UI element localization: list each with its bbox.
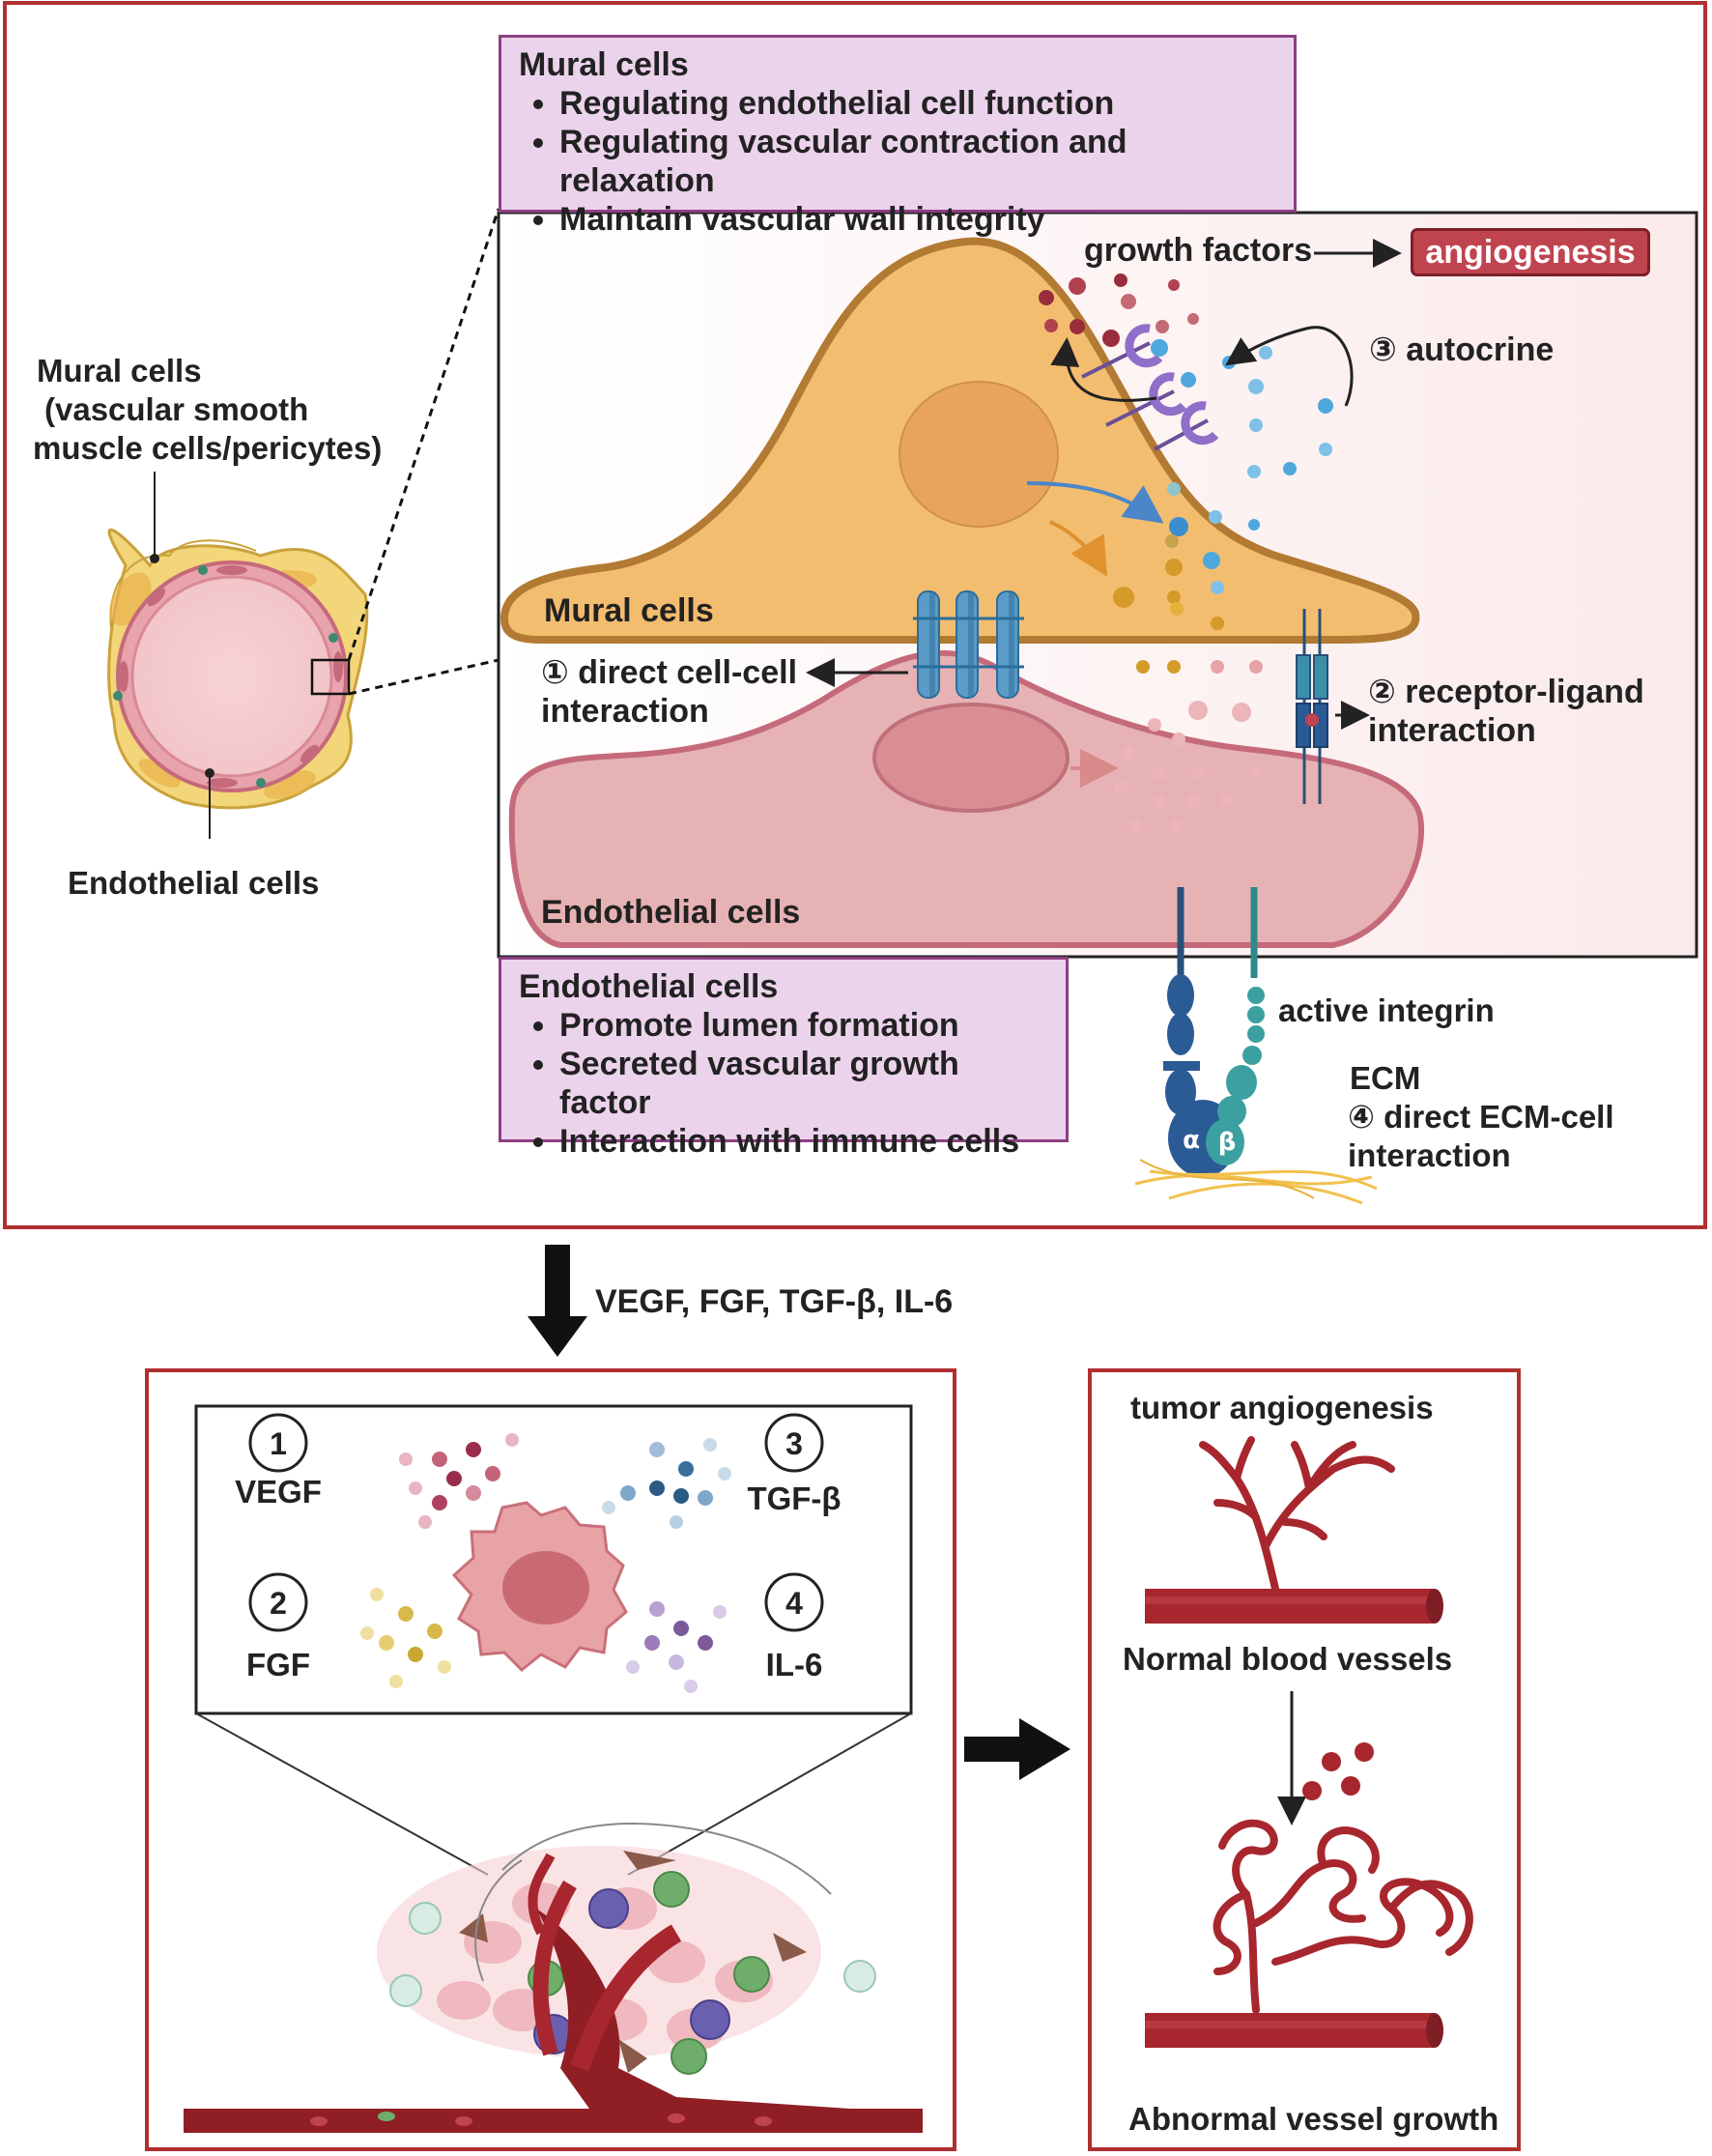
- vessel-cross-section: [107, 208, 500, 839]
- endo-box-item: Secreted vascular growth factor: [559, 1045, 1048, 1122]
- factor-3-circle: [764, 1413, 824, 1473]
- label-direct-cell-cell-1: ① direct cell-cell: [541, 654, 797, 691]
- top-panel-frame: [3, 1, 1707, 1229]
- label-receptor-ligand-2: interaction: [1368, 712, 1536, 749]
- receptor-ligand: [1296, 609, 1328, 804]
- label-mural-cells: Mural cells: [37, 353, 202, 388]
- integrin: [1134, 887, 1378, 1205]
- mural-nucleus: [899, 381, 1059, 528]
- label-mural-sub1: (vascular smooth: [44, 391, 308, 427]
- right-arrow: [964, 1718, 1070, 1780]
- label-endothelial-cells: Endothelial cells: [68, 865, 319, 901]
- label-factor-list: VEGF, FGF, TGF-β, IL-6: [595, 1283, 953, 1320]
- factor-2-label: FGF: [246, 1647, 310, 1682]
- cytokine-dots: [360, 1433, 731, 1693]
- factor-4-circle: [764, 1572, 824, 1632]
- mural-box-item: Regulating vascular contraction and rela…: [559, 123, 1276, 200]
- label-active-integrin: active integrin: [1278, 992, 1495, 1028]
- alpha-label: α: [1183, 1126, 1200, 1155]
- beta-subunit: [1206, 1119, 1244, 1165]
- label-normal-vessels: Normal blood vessels: [1123, 1641, 1452, 1677]
- label-direct-ecm-1: ④ direct ECM-cell: [1348, 1099, 1614, 1135]
- label-receptor-ligand-1: ② receptor-ligand: [1368, 674, 1644, 710]
- label-direct-cell-cell-2: interaction: [541, 693, 709, 730]
- label-mural-sub2: muscle cells/pericytes): [33, 430, 382, 466]
- endothelial-cells-info-box: Endothelial cells Promote lumen formatio…: [499, 957, 1069, 1160]
- tumor-microenvironment: [184, 1823, 923, 2133]
- endo-box-list: Promote lumen formation Secreted vascula…: [519, 1006, 1048, 1161]
- mural-box-title: Mural cells: [519, 46, 689, 83]
- abnormal-vessel: [1145, 1819, 1473, 2048]
- endo-box-item: Interaction with immune cells: [559, 1122, 1048, 1161]
- zoom-box: [310, 658, 351, 696]
- endo-box-item: Promote lumen formation: [559, 1006, 1048, 1045]
- gap-junctions: [913, 590, 1024, 699]
- mural-box-item: Regulating endothelial cell function: [559, 84, 1276, 123]
- label-autocrine: ③ autocrine: [1369, 331, 1554, 368]
- factor-4-number: 4: [785, 1586, 803, 1621]
- label-abnormal-vessel: Abnormal vessel growth: [1128, 2101, 1498, 2137]
- beta-label: β: [1218, 1128, 1237, 1157]
- factor-3-number: 3: [785, 1426, 803, 1461]
- factor-2-circle: [248, 1572, 308, 1632]
- label-endothelial-cells-inset: Endothelial cells: [541, 894, 800, 931]
- factor-1-number: 1: [270, 1426, 287, 1461]
- mural-box-list: Regulating endothelial cell function Reg…: [519, 84, 1276, 239]
- factor-2-number: 2: [270, 1586, 287, 1621]
- label-mural-cells-inset: Mural cells: [544, 592, 714, 629]
- mural-box-item: Maintain vascular wall integrity: [559, 200, 1276, 239]
- tumor-microenvironment-frame: [145, 1368, 956, 2151]
- endo-box-title: Endothelial cells: [519, 968, 779, 1005]
- down-arrow: [528, 1245, 587, 1357]
- tumor-angiogenesis-frame: [1088, 1368, 1521, 2151]
- tumor-cell: [451, 1501, 628, 1673]
- factor-4-label: IL-6: [766, 1647, 823, 1682]
- endothelial-nucleus: [872, 703, 1070, 813]
- mural-cells-info-box: Mural cells Regulating endothelial cell …: [499, 35, 1297, 238]
- factor-1-label: VEGF: [235, 1474, 322, 1509]
- factor-1-circle: [248, 1413, 308, 1473]
- growth-factor-dots: [1039, 273, 1333, 833]
- factor-3-label: TGF-β: [747, 1480, 841, 1516]
- label-ecm: ECM: [1350, 1060, 1420, 1096]
- normal-vessel: [1145, 1436, 1443, 1624]
- angiogenesis-badge: angiogenesis: [1411, 228, 1650, 276]
- label-growth-factors: growth factors: [1084, 232, 1312, 269]
- label-direct-ecm-2: interaction: [1348, 1137, 1511, 1173]
- vessel-lumen: [130, 575, 333, 778]
- label-tumor-angiogenesis: tumor angiogenesis: [1130, 1390, 1434, 1425]
